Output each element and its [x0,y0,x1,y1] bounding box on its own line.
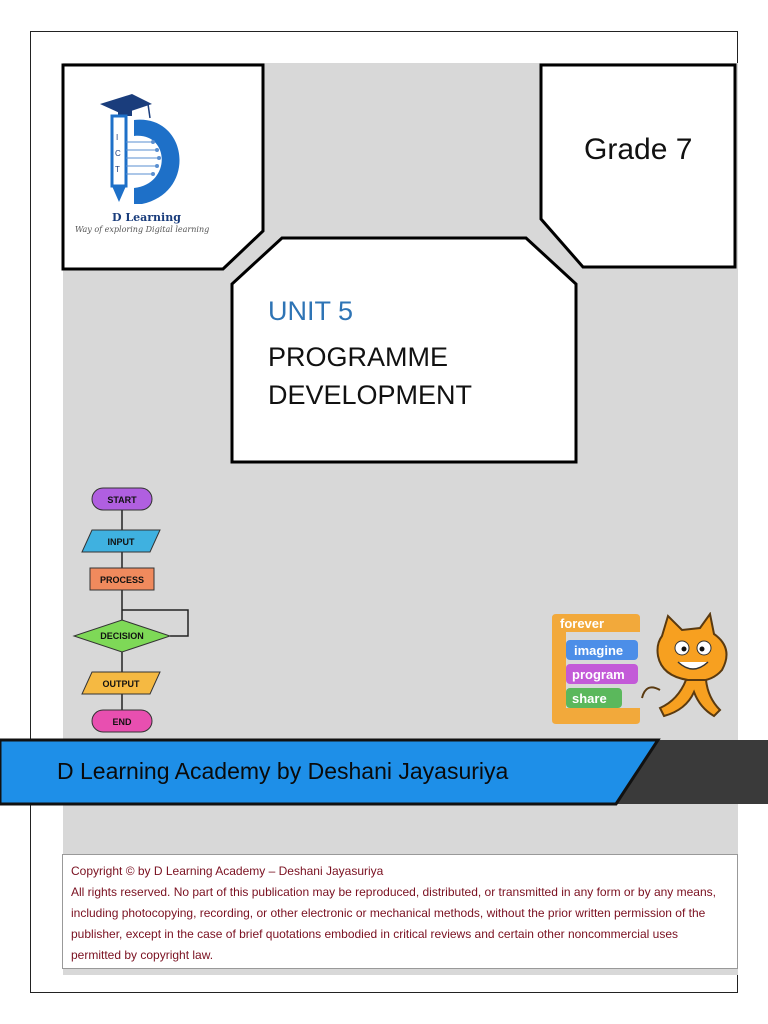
scratch-forever-label: forever [560,616,604,631]
logo-letter-t: T [115,165,120,174]
unit-title: PROGRAMME DEVELOPMENT [268,338,472,414]
banner [0,738,768,806]
scratch-program-label: program [572,667,625,682]
flow-end-label: END [112,717,132,727]
copyright-body: All rights reserved. No part of this pub… [71,885,716,962]
flow-decision-label: DECISION [100,631,144,641]
flow-output-shape [81,671,161,695]
flow-input-shape [81,529,161,553]
grade-label: Grade 7 [584,133,693,166]
flow-output-label: OUTPUT [103,679,141,689]
copyright-notice: Copyright © by D Learning Academy – Desh… [62,854,738,969]
copyright-line: Copyright © by D Learning Academy – Desh… [71,864,384,878]
flow-start-label: START [107,495,137,505]
unit-number: UNIT 5 [268,296,354,326]
logo-brand: D Learning [112,211,181,224]
scratch-share-label: share [572,691,607,706]
flow-input-label: INPUT [108,537,136,547]
logo-letter-c: C [115,149,121,158]
unit-title-line2: DEVELOPMENT [268,380,473,410]
flow-process-label: PROCESS [100,575,144,585]
flow-end-shape [91,709,153,733]
flow-decision-shape [72,619,172,653]
d-learning-logo: I C T [100,94,180,204]
logo-letter-i: I [116,133,118,142]
logo-tagline: Way of exploring Digital learning [75,225,210,234]
unit-frame [230,236,578,464]
flow-start-shape [91,487,153,511]
banner-title: D Learning Academy by Deshani Jayasuriya [57,758,509,784]
scratch-cat-icon [641,612,728,718]
scratch-imagine-label: imagine [574,643,623,658]
grade-frame [539,63,737,269]
flowchart-illustration: START INPUT PROCESS DECISION OUTPUT END [72,487,189,733]
flow-process-shape [89,567,155,591]
unit-title-line1: PROGRAMME [268,342,449,372]
scratch-illustration: forever imagine program share [552,612,728,724]
